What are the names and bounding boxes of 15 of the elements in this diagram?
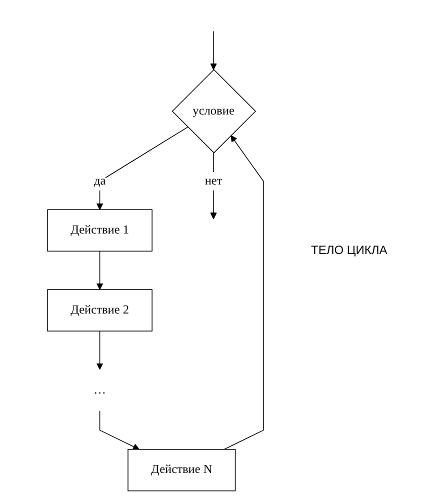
node-box: Действие N	[128, 448, 236, 492]
edge-label: да	[94, 174, 106, 188]
arrow	[96, 330, 104, 370]
arrow	[210, 30, 217, 70]
node-diamond: условие	[172, 69, 256, 154]
node-box: Действие 1	[47, 209, 152, 252]
arrow	[96, 126, 188, 210]
node-box: Действие 2	[47, 289, 152, 332]
bracket-label: ТЕЛО ЦИКЛА	[311, 242, 388, 256]
node-text: …	[94, 383, 106, 396]
arrow	[224, 135, 264, 450]
edge-label: нет	[204, 174, 222, 188]
arrow	[99, 410, 140, 450]
arrow	[210, 152, 217, 220]
arrow	[96, 250, 104, 290]
